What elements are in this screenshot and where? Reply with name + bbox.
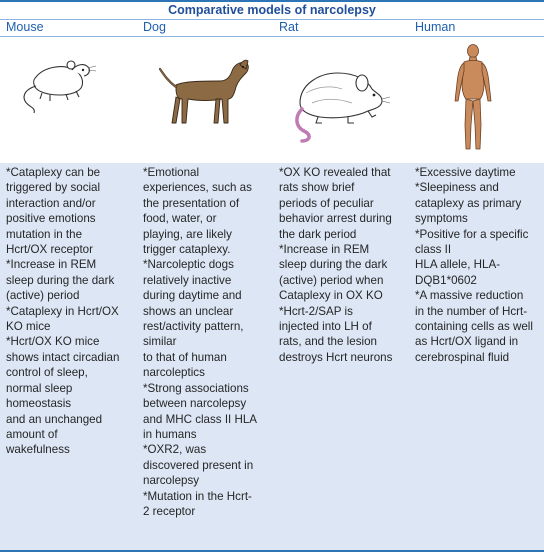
description-line: mutation in the (6, 227, 83, 241)
description-line: symptoms (415, 212, 468, 226)
description-line: *A massive reduction (415, 289, 524, 303)
description-line: *Strong associations (143, 381, 249, 395)
description-line: food, water, or (143, 212, 217, 226)
description-line: during daytime and (143, 289, 242, 303)
description-line: amount of (6, 427, 58, 441)
description-line: similar (143, 335, 177, 349)
description-line: in the number of Hcrt- (415, 304, 528, 318)
description-line: and an unchanged (6, 412, 103, 426)
description-line: destroys Hcrt neurons (279, 350, 393, 364)
description-line: injected into LH of (279, 320, 372, 334)
description-line: (active) period (6, 289, 80, 303)
description-line: narcoleptics (143, 366, 205, 380)
description-line: DQB1*0602 (415, 273, 477, 287)
description-line: between narcolepsy (143, 397, 247, 411)
description-line: the presentation of (143, 196, 240, 210)
description-line: containing cells as well (415, 320, 533, 334)
content-band (0, 163, 544, 550)
description-line: Cataplexy in OX KO (279, 289, 383, 303)
column-header-mouse: Mouse (6, 20, 44, 34)
description-line: *Cataplexy in Hcrt/OX (6, 304, 119, 318)
description-line: *Sleepiness and (415, 181, 499, 195)
description-line: *Positive for a specific (415, 227, 529, 241)
description-line: rats, and the lesion (279, 335, 377, 349)
dog-icon (136, 37, 272, 163)
description-line: Hcrt/OX receptor (6, 243, 93, 257)
description-line: interaction and/or (6, 196, 96, 210)
description-line: normal sleep (6, 381, 73, 395)
description-line: *Increase in REM (6, 258, 97, 272)
description-line: in humans (143, 427, 197, 441)
description-line: and MHC class II HLA (143, 412, 258, 426)
description-line: sleep during the dark (279, 258, 388, 272)
description-line: rest/activity pattern, (143, 320, 244, 334)
description-line: narcolepsy (143, 474, 200, 488)
description-line: *OXR2, was (143, 443, 207, 457)
description-line: shows an unclear (143, 304, 234, 318)
description-line: *Mutation in the Hcrt- (143, 489, 252, 503)
description-line: wakefulness (6, 443, 70, 457)
table-title: Comparative models of narcolepsy (0, 0, 544, 20)
description-line: playing, are likely (143, 227, 232, 241)
header-divider (0, 36, 544, 37)
description-line: to that of human (143, 350, 227, 364)
description-line: as Hcrt/OX ligand in (415, 335, 519, 349)
description-line: positive emotions (6, 212, 96, 226)
description-line: periods of peculiar (279, 196, 374, 210)
description-line: shows intact circadian (6, 350, 120, 364)
description-line: *Emotional (143, 166, 200, 179)
description-line: rats show brief (279, 181, 355, 195)
column-header-rat: Rat (279, 20, 299, 34)
description-line: *Narcoleptic dogs (143, 258, 234, 272)
description-line: *Excessive daytime (415, 166, 516, 179)
description-line: the dark period (279, 227, 357, 241)
mouse-icon (0, 37, 136, 163)
description-line: cataplexy as primary (415, 196, 522, 210)
description-line: KO mice (6, 320, 51, 334)
description-line: cerebrospinal fluid (415, 350, 510, 364)
description-line: *Increase in REM (279, 243, 370, 257)
description-line: class II (415, 243, 452, 257)
description-line: trigger cataplexy. (143, 243, 231, 257)
description-line: HLA allele, HLA- (415, 258, 501, 272)
description-line: control of sleep, (6, 366, 88, 380)
description-line: *OX KO revealed that (279, 166, 391, 179)
description-line: 2 receptor (143, 504, 196, 518)
description-line: sleep during the dark (6, 273, 115, 287)
description-line: *Cataplexy can be (6, 166, 101, 179)
table-bottom-border (0, 550, 544, 552)
human-icon (408, 37, 544, 163)
column-header-human: Human (415, 20, 456, 34)
description-line: homeostasis (6, 397, 72, 411)
description-line: (active) period when (279, 273, 384, 287)
description-line: *Hcrt/OX KO mice (6, 335, 100, 349)
description-line: behavior arrest during (279, 212, 392, 226)
description-line: discovered present in (143, 458, 254, 472)
description-line: experiences, such as (143, 181, 252, 195)
description-line: *Hcrt-2/SAP is (279, 304, 353, 318)
description-line: triggered by social (6, 181, 101, 195)
rat-icon (272, 37, 408, 163)
column-header-dog: Dog (143, 20, 166, 34)
description-line: relatively inactive (143, 273, 232, 287)
